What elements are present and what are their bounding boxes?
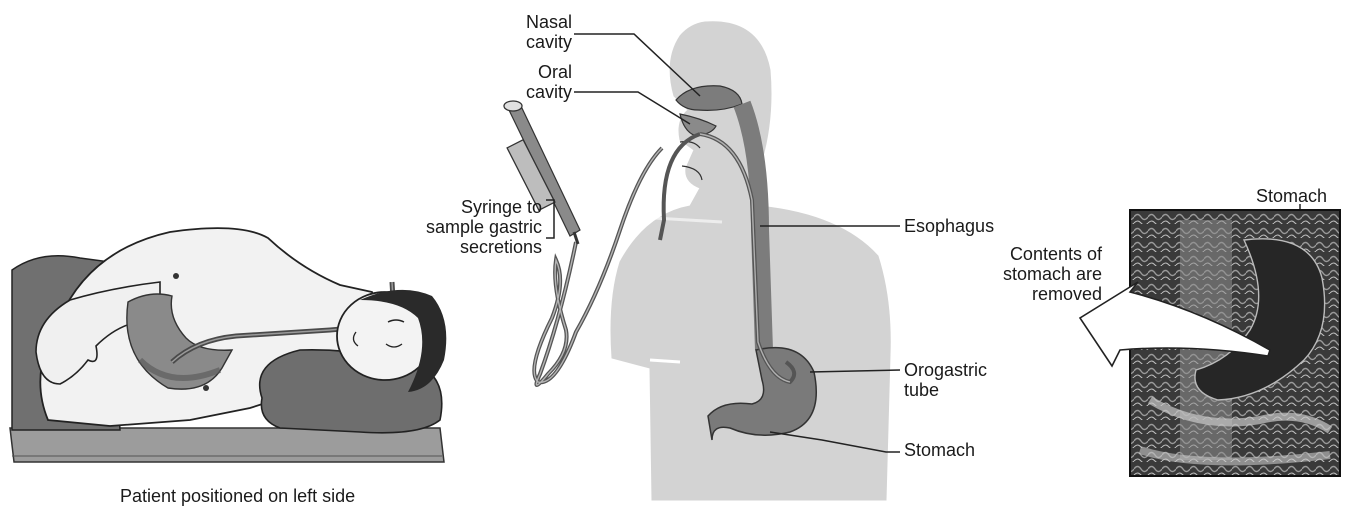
label-syringe: Syringe to sample gastric secretions [392,197,542,257]
label-stomach: Stomach [904,440,1024,460]
label-contents-removed: Contents of stomach are removed [966,244,1102,304]
caption-patient: Patient positioned on left side [120,486,440,506]
label-oral-cavity: Oral cavity [470,62,572,102]
stomach-inset [1080,210,1340,476]
label-stomach-inset: Stomach [1256,186,1344,206]
label-orogastric-tube: Orogastric tube [904,360,1024,400]
label-esophagus: Esophagus [904,216,1044,236]
patient-illustration [10,228,446,462]
label-nasal-cavity: Nasal cavity [470,12,572,52]
